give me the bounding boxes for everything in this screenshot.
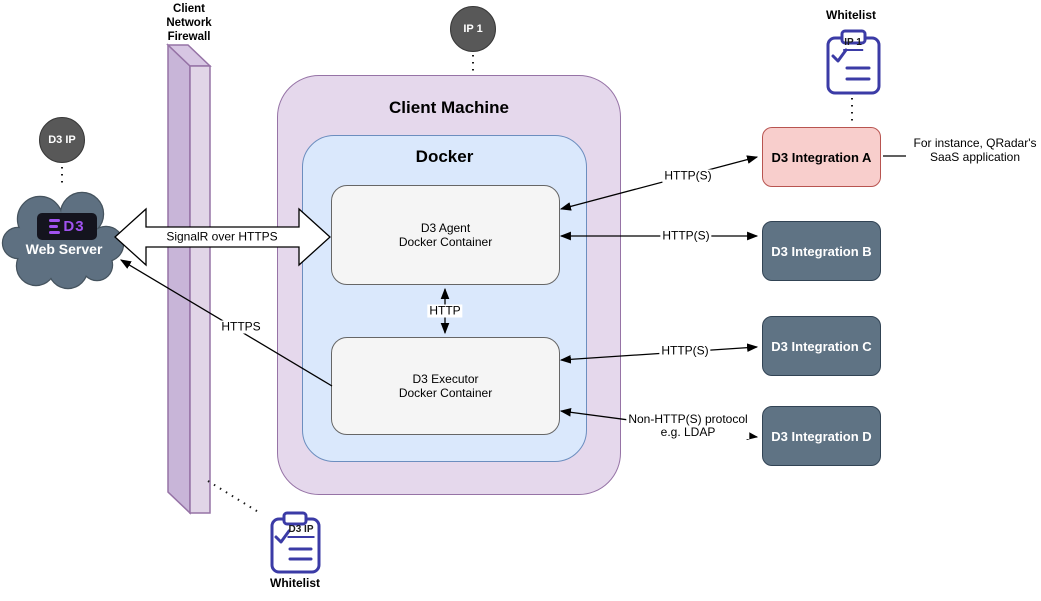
integration-c-label: D3 Integration C xyxy=(771,338,872,354)
d3-executor-container-box: D3 Executor Docker Container xyxy=(331,337,560,435)
integration-a-box: D3 Integration A xyxy=(762,127,881,187)
d3-logo-bars-icon xyxy=(49,218,61,235)
non-http-d-edge-label-line2: e.g. LDAP xyxy=(660,425,716,439)
firewall-label-line3: Firewall xyxy=(167,31,211,43)
signalr-edge-label: SignalR over HTTPS xyxy=(164,229,280,244)
d3-logo: D3 xyxy=(37,213,97,240)
integration-b-label: D3 Integration B xyxy=(771,243,872,259)
checkmark-icon xyxy=(274,529,291,544)
http-b-edge-label: HTTP(S) xyxy=(660,228,712,243)
d3-executor-label: D3 Executor Docker Container xyxy=(399,372,492,400)
https-edge-label: HTTPS xyxy=(219,319,263,334)
whitelist-bottom-entry: D3 IP xyxy=(287,524,315,538)
http-c-edge-label: HTTP(S) xyxy=(659,343,711,358)
d3-agent-container-box: D3 Agent Docker Container xyxy=(331,185,560,285)
d3-agent-label-line2: Docker Container xyxy=(398,235,493,249)
d3-logo-text: D3 xyxy=(63,218,85,235)
qradar-annotation: For instance, QRadar's SaaS application xyxy=(895,136,1041,164)
qradar-annotation-line2: SaaS application xyxy=(929,150,1021,164)
checkmark-icon xyxy=(831,48,848,63)
d3-agent-label: D3 Agent Docker Container xyxy=(399,221,492,249)
d3-executor-label-line2: Docker Container xyxy=(398,386,493,400)
whitelist-bottom-label: Whitelist xyxy=(270,576,320,590)
qradar-annotation-line1: For instance, QRadar's xyxy=(913,136,1037,150)
http-internal-edge-label: HTTP xyxy=(427,303,463,318)
ip1-badge: IP 1 xyxy=(450,6,496,52)
whitelist-clipboard-icon-top xyxy=(826,29,881,95)
integration-a-label: D3 Integration A xyxy=(771,149,872,165)
edge-agent-integration-a xyxy=(559,155,759,211)
firewall-3d-shape xyxy=(166,43,212,515)
firewall-front-face xyxy=(189,65,211,514)
client-machine-title: Client Machine xyxy=(389,98,509,117)
firewall-label-line1: Client xyxy=(173,3,205,15)
firewall-label: Client Network Firewall xyxy=(139,2,239,44)
whitelist-top-label: Whitelist xyxy=(826,8,876,22)
http-a-edge-label: HTTP(S) xyxy=(662,168,714,183)
ip1-badge-label: IP 1 xyxy=(463,23,483,35)
firewall-label-line2: Network xyxy=(166,17,212,29)
docker-title: Docker xyxy=(415,147,474,166)
non-http-d-edge-label: Non-HTTP(S) protocol e.g. LDAP xyxy=(626,413,750,439)
d3-agent-label-line1: D3 Agent xyxy=(420,221,471,235)
integration-d-box: D3 Integration D xyxy=(762,406,881,466)
whitelist-top-entry: IP 1 xyxy=(843,37,863,51)
d3-ip-badge: D3 IP xyxy=(39,117,85,163)
d3-executor-label-line1: D3 Executor xyxy=(412,372,479,386)
edge-executor-integration-c xyxy=(559,343,759,364)
integration-d-label: D3 Integration D xyxy=(771,428,872,444)
integration-c-box: D3 Integration C xyxy=(762,316,881,376)
whitelist-clipboard-icon-bottom xyxy=(270,511,321,574)
web-server-label: Web Server xyxy=(25,241,103,257)
d3-ip-badge-label: D3 IP xyxy=(48,134,76,146)
integration-b-box: D3 Integration B xyxy=(762,221,881,281)
